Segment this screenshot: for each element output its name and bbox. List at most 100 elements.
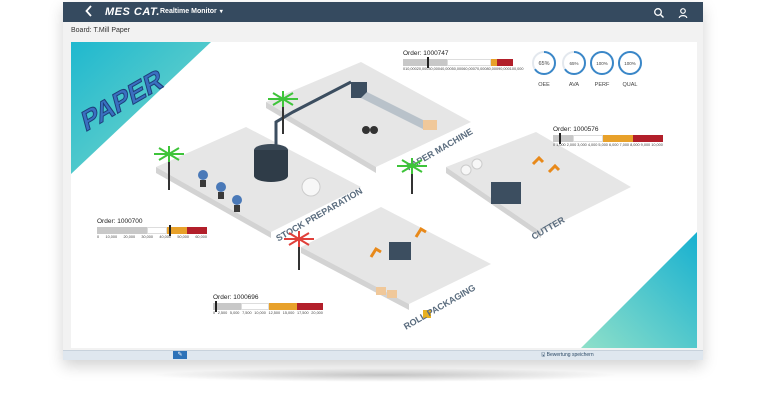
stock-vessels [198,170,242,212]
pulp-pile [301,177,321,197]
order-tick: 100,000 [509,67,524,71]
frame-shadow [150,368,620,382]
order-progress-needle [215,301,217,312]
kpi-perf[interactable]: 100% PERF [589,50,615,88]
order-label: Order: 1000747 [403,50,449,57]
order-label: Order: 1000696 [213,294,259,301]
kpi-ring: 100% [590,51,614,75]
order-tick: 20,000 [123,235,136,239]
order-tick: 20,000 [311,311,323,315]
shell-header: MES CAT. Realtime Monitor▾ [63,2,703,22]
cutter-machine [491,182,521,204]
order-tick: 3,000 [577,143,587,147]
breadcrumb: Board: T.Mill Paper [71,27,131,34]
kpi-value: 100% [624,61,636,66]
factory-board: PAPER STOCK PREPARATION [71,42,697,348]
order-label: Order: 1000700 [97,218,143,225]
order-tick: 6,000 [608,143,619,147]
factory-scene: PAPER STOCK PREPARATION [71,42,697,348]
cutter-robots [531,155,561,174]
platform-paper-machine[interactable] [266,62,471,167]
paper-machine-head [351,82,367,98]
order-tick: 5,000 [598,143,608,147]
order-tick: 60,000 [195,235,207,239]
signal-tower-machine [268,91,298,134]
order-tick: 70,000 [474,67,487,71]
order-progress-needle [559,133,561,144]
order-tick: 2,500 [217,311,228,315]
save-icon: 🖫 [541,352,546,358]
order-tick: 9,000 [640,143,651,147]
paper-machine-line [361,92,431,130]
kpi-value: 100% [596,61,608,66]
paper-rolls [362,126,378,134]
user-icon[interactable] [677,6,689,19]
paper-stack [423,120,437,130]
kpi-oee[interactable]: 65% OEE [531,50,557,88]
order-tick: 40,000 [159,235,171,239]
order-tick: 1,000 [556,143,566,147]
order-tick: 0 [553,143,556,147]
breadcrumb-bar: Board: T.Mill Paper [63,22,703,40]
order-tick: 10,000 [105,235,118,239]
order-tick: 0 [97,235,100,239]
kpi-label: PERF [594,82,610,88]
platform-paper-machine-edge [266,102,376,173]
order-tick: 10,000 [405,67,417,71]
order-tick: 30,000 [428,67,440,71]
order-tick: 40,000 [440,67,452,71]
order-progress-bar [213,301,323,312]
app-logo: MES CAT. [105,6,160,18]
packaging-robots [369,226,427,258]
kpi-ring: 100% [618,51,642,75]
kpi-value: 65% [569,61,578,66]
corner-gradient-left [71,42,211,174]
cutter-output-rolls [460,158,483,176]
order-progress-bar [97,225,207,236]
kpi-label: QUAL [622,82,638,88]
conveyor-line [274,80,352,154]
search-icon[interactable] [653,6,665,18]
kpi-ava[interactable]: 65% AVA [561,50,587,88]
order-progress-needle [427,57,429,68]
kpi-panel: 65% OEE 65% AVA 100% PERF [531,50,651,100]
order-tick: 12,500 [268,311,281,315]
order-tick: 15,000 [282,311,295,315]
signal-tower-stock [154,146,184,190]
order-tick: 10,000 [651,143,663,147]
order-tick: 60,000 [463,67,475,71]
order-tick: 20,000 [416,67,429,71]
order-tick: 10,000 [254,311,266,315]
kpi-ring: 65% [532,51,556,75]
platform-cutter[interactable] [446,132,631,232]
order-tick: 80,000 [486,67,499,71]
packaging-machine [389,242,411,260]
forklift [423,310,431,318]
kpi-qual[interactable]: 100% QUAL [617,50,643,88]
order-tick: 7,000 [619,143,630,147]
kpi-ring: 65% [562,51,586,75]
order-tick: 0 [213,311,216,315]
edit-icon: ✎ [177,352,183,358]
order-tick: 17,500 [297,311,309,315]
order-tick: 7,500 [242,311,252,315]
chevron-left-icon [85,5,92,17]
corner-gradient-right [581,232,697,348]
stock-tank-base [254,170,288,182]
caret-down-icon: ▾ [219,9,223,15]
save-rating-button[interactable]: 🖫 Bewertung speichern [541,352,594,360]
edit-button[interactable]: ✎ [173,351,187,359]
packaging-boxes [376,287,397,298]
kpi-label: OEE [538,82,550,88]
shell-actions [645,6,689,24]
app-title-menu[interactable]: Realtime Monitor▾ [160,8,223,15]
back-button[interactable] [85,5,93,20]
